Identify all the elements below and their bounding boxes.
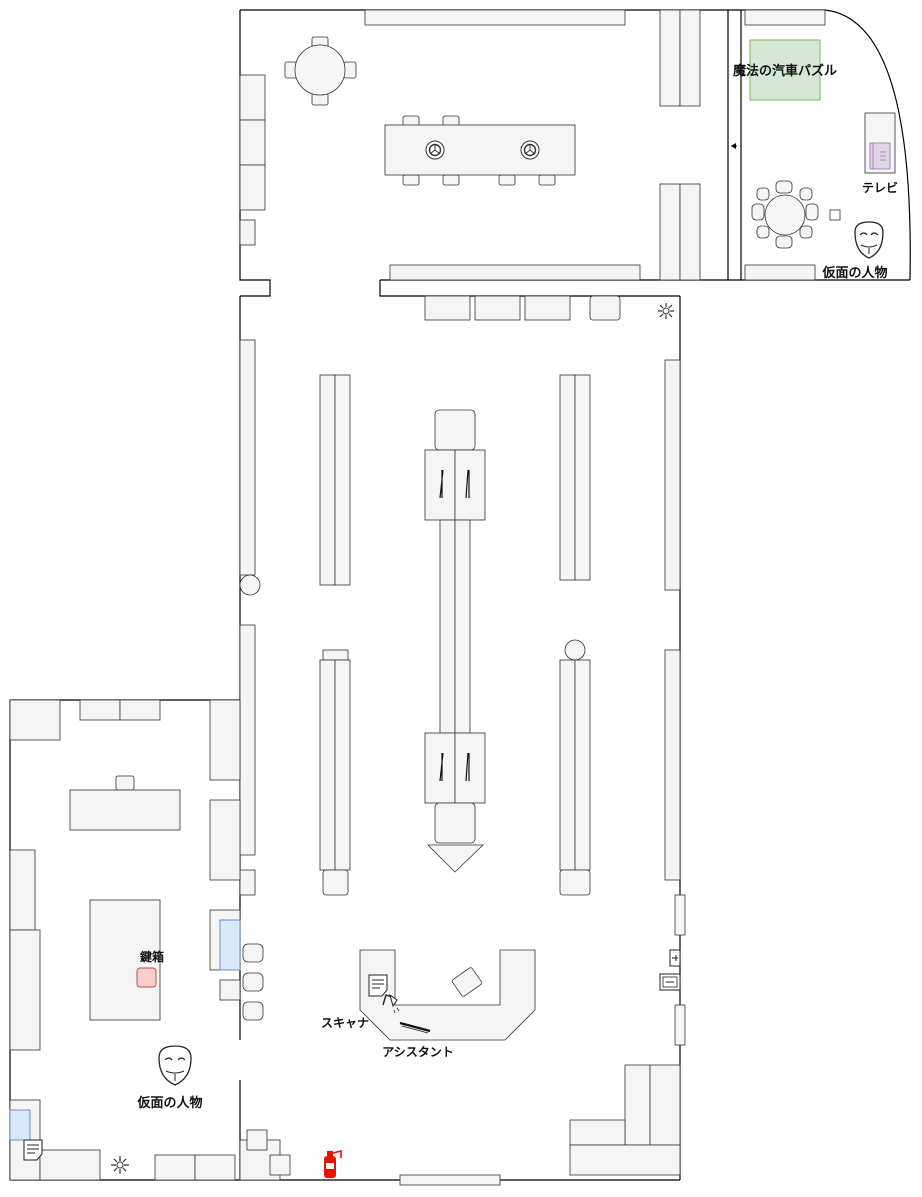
steering-wheel-icon: [425, 140, 445, 160]
mask-icon: [854, 221, 884, 259]
tv-label: テレビ: [862, 180, 898, 195]
reception-desk: [359, 949, 536, 1041]
masked-person-top-label: 仮面の人物: [821, 265, 887, 281]
puzzle-label: 魔法の汽車パズル: [733, 63, 837, 79]
steering-wheel-icon: [520, 140, 540, 160]
scanner-label: スキャナ: [321, 1016, 369, 1030]
note-icon: [368, 974, 388, 997]
lamp-icon: [382, 993, 400, 1014]
key-box: [136, 967, 157, 988]
key-box-label: 鍵箱: [140, 949, 164, 964]
magic-train-puzzle: [749, 39, 821, 101]
pen-icon: [399, 1021, 431, 1034]
flower-icon: [111, 1156, 129, 1174]
flower-icon: [658, 303, 674, 319]
window: [219, 919, 241, 971]
note-icon: [23, 1139, 43, 1161]
outlet-icon: [669, 949, 681, 967]
round-table-icon: [751, 180, 841, 249]
round-table-icon: [284, 36, 357, 106]
tv-icon: [864, 112, 896, 174]
mask-icon: [158, 1045, 192, 1086]
masked-person-left-label: 仮面の人物: [136, 1095, 202, 1111]
triangle-marker-icon: [427, 844, 484, 873]
left-room: 鍵箱 仮面の人物: [9, 699, 264, 1181]
outlet-icon: [659, 973, 681, 991]
long-table: [384, 115, 576, 186]
top-room: 魔法の汽車パズル テレビ 仮面の人物: [239, 9, 898, 281]
extinguisher-icon: [324, 1149, 342, 1178]
window: [9, 1109, 31, 1141]
main-hall: スキャナ アシスタント: [239, 295, 686, 1186]
assistant-label: アシスタント: [382, 1045, 454, 1059]
display-screens: [439, 469, 470, 782]
